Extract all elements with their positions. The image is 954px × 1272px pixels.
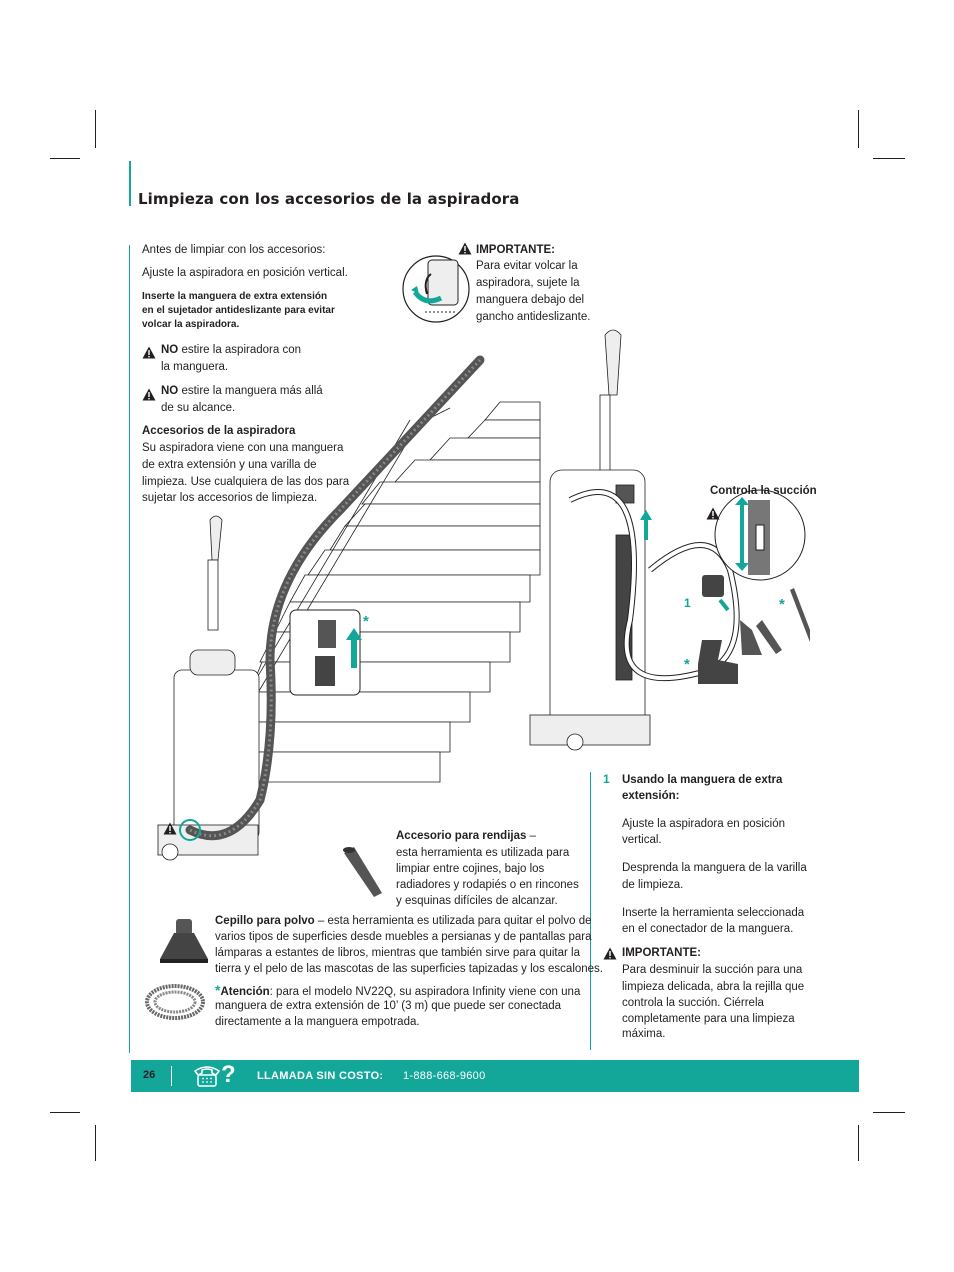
dust-brush-line: tierra y el pelo de las mascotas de las … bbox=[215, 963, 604, 975]
dust-brush-line: lámparas a estantes de libros, mientras … bbox=[215, 947, 580, 959]
callout-number: 1 bbox=[684, 596, 691, 610]
step-paragraph: Desprenda la manguera de la varilla bbox=[622, 862, 807, 874]
phone-icon bbox=[193, 1066, 221, 1087]
crop-mark bbox=[858, 1125, 859, 1161]
crop-mark bbox=[95, 110, 96, 148]
important-line: limpieza delicada, abra la rejilla que bbox=[622, 981, 805, 993]
step-paragraph: Ajuste la aspiradora en posición bbox=[622, 818, 786, 830]
crevice-line: y esquinas difíciles de alcanzar. bbox=[396, 895, 558, 907]
crop-mark bbox=[858, 110, 859, 148]
crop-mark bbox=[873, 158, 905, 159]
important-line: Para evitar volcar la bbox=[476, 260, 578, 272]
suction-control-label: Controla la succión bbox=[710, 485, 817, 497]
warning-icon bbox=[142, 388, 156, 401]
accessories-text: limpieza. Use cualquiera de las dos para bbox=[142, 476, 350, 488]
footer-divider bbox=[171, 1066, 172, 1086]
warning-text-cont: de su alcance. bbox=[161, 402, 236, 414]
warning-text: NO estire la manguera más allá bbox=[161, 385, 323, 397]
crevice-line: esta herramienta es utilizada para bbox=[396, 847, 570, 859]
step-number: 1 bbox=[603, 772, 610, 786]
crevice-tool-image bbox=[343, 847, 382, 897]
warning-icon bbox=[458, 242, 472, 255]
accessories-text: sujetar los accesorios de limpieza. bbox=[142, 492, 318, 504]
bold-note-line: Inserte la manguera de extra extensión bbox=[142, 291, 328, 302]
warning-icon bbox=[142, 346, 156, 359]
important-line: manguera debajo del bbox=[476, 294, 585, 306]
step-paragraph: en el conectador de la manguera. bbox=[622, 923, 794, 935]
crevice-line: radiadores y rodapiés o en rincones bbox=[396, 879, 579, 891]
crevice-heading: Accesorio para rendijas – bbox=[396, 830, 536, 842]
coiled-hose-image bbox=[145, 984, 205, 1020]
important-heading: IMPORTANTE: bbox=[476, 244, 556, 256]
crop-mark bbox=[95, 1125, 96, 1161]
callout-star: * bbox=[363, 613, 369, 630]
attention-line: directamente a la manguera empotrada. bbox=[215, 1016, 420, 1028]
crevice-line: limpiar entre cojines, bajo los bbox=[396, 863, 545, 875]
crop-mark bbox=[50, 1112, 80, 1113]
callout-star: * bbox=[684, 656, 690, 673]
intro-line2: Ajuste la aspiradora en posición vertica… bbox=[142, 267, 348, 279]
stairs-vacuum-illustration bbox=[157, 329, 810, 861]
important-line: Para desminuir la succión para una bbox=[622, 964, 803, 976]
important-line: completamente para una limpieza bbox=[622, 1013, 795, 1025]
crop-mark bbox=[50, 158, 80, 159]
hook-detail-illustration bbox=[402, 255, 470, 323]
step-heading: extensión: bbox=[622, 790, 680, 802]
warning-icon bbox=[603, 947, 617, 960]
step-heading: Usando la manguera de extra bbox=[622, 774, 783, 786]
warning-text-cont: la manguera. bbox=[161, 361, 229, 373]
call-label: LLAMADA SIN COSTO: bbox=[257, 1070, 384, 1082]
important-line: aspiradora, sujete la bbox=[476, 277, 580, 289]
dust-brush-line: varios tipos de superficies desde mueble… bbox=[215, 931, 592, 943]
warning-icon bbox=[163, 822, 177, 835]
question-icon: ? bbox=[221, 1061, 236, 1088]
bold-note-line: en el sujetador antideslizante para evit… bbox=[142, 305, 335, 316]
left-column-rule bbox=[129, 245, 130, 1053]
attention-line: manguera de extra extensión de 10’ (3 m)… bbox=[215, 1000, 562, 1012]
phone-number: 1-888-668-9600 bbox=[403, 1070, 486, 1082]
accessories-text: de extra extensión y una varilla de bbox=[142, 459, 317, 471]
crop-mark bbox=[873, 1112, 905, 1113]
footer-bar: 26 ? LLAMADA SIN COSTO: 1-888-668-9600 bbox=[131, 1060, 859, 1092]
right-column-rule bbox=[590, 772, 591, 1050]
page-title: Limpieza con los accesorios de la aspira… bbox=[138, 190, 520, 208]
dust-brush-text: Cepillo para polvo – esta herramienta es… bbox=[215, 915, 592, 927]
dust-brush-image bbox=[160, 919, 208, 963]
title-accent-bar bbox=[129, 161, 131, 206]
attention-text: *Atención: para el modelo NV22Q, su aspi… bbox=[215, 982, 581, 998]
step-paragraph: Inserte la herramienta seleccionada bbox=[622, 907, 805, 919]
important-line: controla la succión. Ciérrela bbox=[622, 997, 764, 1009]
accessories-title: Accesorios de la aspiradora bbox=[142, 425, 296, 437]
important-line: máxima. bbox=[622, 1028, 666, 1040]
bold-note-line: volcar la aspiradora. bbox=[142, 319, 240, 330]
warning-text: NO estire la aspiradora con bbox=[161, 344, 301, 356]
important-line: gancho antideslizante. bbox=[476, 311, 591, 323]
important-heading: IMPORTANTE: bbox=[622, 947, 702, 959]
intro-line1: Antes de limpiar con los accesorios: bbox=[142, 244, 326, 256]
step-paragraph: vertical. bbox=[622, 834, 662, 846]
callout-star: * bbox=[779, 596, 785, 613]
accessories-text: Su aspiradora viene con una manguera bbox=[142, 442, 344, 454]
step-paragraph: de limpieza. bbox=[622, 879, 684, 891]
page-number: 26 bbox=[143, 1069, 156, 1081]
warning-icon bbox=[706, 507, 720, 520]
